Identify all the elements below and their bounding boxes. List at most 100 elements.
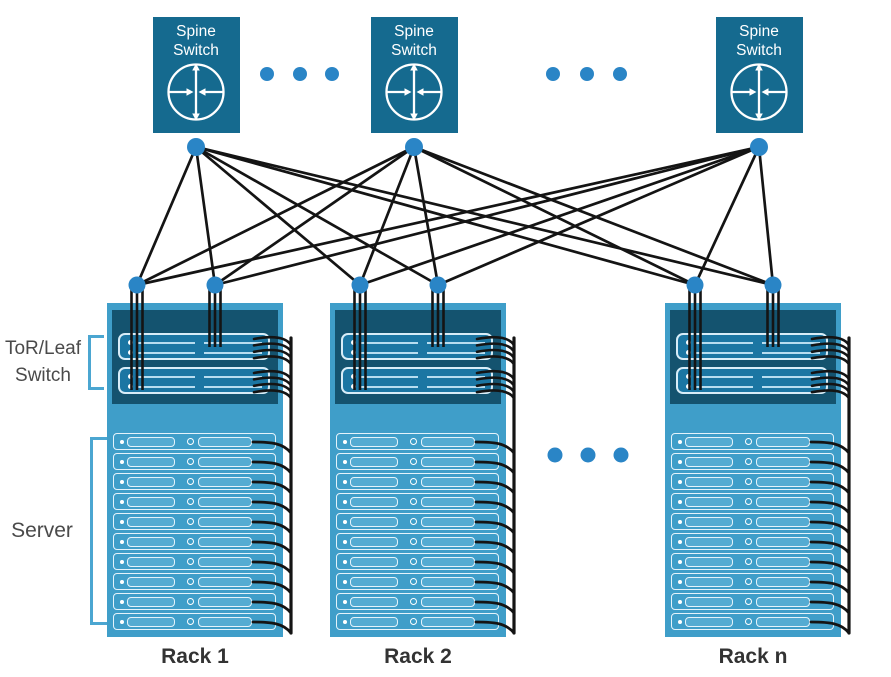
server-unit (113, 473, 276, 490)
server-port-icon (745, 438, 752, 445)
server-slot (198, 476, 252, 487)
port-line (762, 385, 820, 388)
server-unit (336, 513, 499, 530)
server-slot (127, 596, 175, 607)
port-line (137, 341, 195, 344)
server-led-icon (678, 459, 682, 464)
server-slot (198, 496, 252, 507)
spine-leaf-link (358, 145, 761, 287)
server-slot (350, 556, 398, 567)
server-unit (113, 513, 276, 530)
port-line (695, 375, 753, 378)
server-unit (113, 493, 276, 510)
spine-leaf-link (135, 145, 416, 287)
server-slot (421, 536, 475, 547)
server-led-icon (120, 459, 124, 464)
server-slot (198, 556, 252, 567)
server-unit (671, 553, 834, 570)
server-led-icon (343, 619, 347, 624)
port-led-icon (128, 374, 133, 379)
leaf-switch-unit (118, 333, 270, 360)
server-slot (685, 456, 733, 467)
server-slot (127, 456, 175, 467)
spine-leaf-link (194, 145, 697, 287)
port-line (695, 351, 753, 354)
crossed-arrows-router-icon (385, 63, 443, 121)
ellipsis-dot (580, 447, 596, 463)
tor-leaf-switch-bracket (88, 335, 104, 390)
server-slot (421, 556, 475, 567)
port-line (137, 385, 195, 388)
spine-leaf-link (412, 145, 697, 287)
ellipsis-dot (613, 447, 629, 463)
server-led-icon (120, 519, 124, 524)
server-unit (113, 433, 276, 450)
server-port-icon (187, 438, 194, 445)
server-port-icon (187, 518, 194, 525)
port-led-icon (351, 384, 356, 389)
rack-2 (330, 303, 506, 637)
server-led-icon (120, 439, 124, 444)
port-line (695, 385, 753, 388)
server-slot (756, 456, 810, 467)
server-port-icon (745, 478, 752, 485)
server-slot (685, 536, 733, 547)
ellipsis-dot (580, 67, 594, 81)
spine-leaf-link (412, 145, 775, 287)
port-led-icon (686, 374, 691, 379)
server-led-icon (343, 519, 347, 524)
port-led-icon (351, 350, 356, 355)
server-unit (336, 493, 499, 510)
server-led-icon (343, 599, 347, 604)
server-unit (671, 573, 834, 590)
server-led-icon (343, 479, 347, 484)
server-slot (127, 556, 175, 567)
port-led-icon (128, 340, 133, 345)
server-slot (198, 456, 252, 467)
server-slot (685, 616, 733, 627)
server-led-icon (120, 559, 124, 564)
server-slot (198, 436, 252, 447)
server-slot (350, 516, 398, 527)
port-line (204, 375, 262, 378)
server-slot (685, 556, 733, 567)
server-led-icon (678, 479, 682, 484)
server-slot (127, 536, 175, 547)
ellipsis-dot (547, 447, 563, 463)
server-unit (671, 453, 834, 470)
server-port-icon (410, 618, 417, 625)
server-unit (113, 593, 276, 610)
ellipsis-dot (613, 67, 627, 81)
server-slot (685, 436, 733, 447)
spine-leaf-link (135, 145, 761, 287)
port-line (204, 341, 262, 344)
server-unit (113, 533, 276, 550)
server-port-icon (745, 498, 752, 505)
server-port-icon (410, 498, 417, 505)
server-led-icon (120, 579, 124, 584)
server-slot (421, 456, 475, 467)
port-line (204, 351, 262, 354)
server-slot (756, 596, 810, 607)
spine-leaf-link (412, 145, 440, 287)
server-slot (350, 496, 398, 507)
port-led-icon (686, 350, 691, 355)
rack-1 (107, 303, 283, 637)
server-slot (685, 516, 733, 527)
spine-leaf-link (436, 145, 761, 287)
server-led-icon (343, 439, 347, 444)
server-unit (336, 433, 499, 450)
server-slot (350, 536, 398, 547)
port-led-icon (351, 340, 356, 345)
server-unit (113, 553, 276, 570)
port-led-icon (686, 384, 691, 389)
spine-leaf-link (358, 145, 416, 287)
server-unit (113, 613, 276, 630)
server-slot (421, 616, 475, 627)
server-port-icon (745, 518, 752, 525)
server-slot (198, 536, 252, 547)
server-bracket (90, 437, 107, 625)
server-led-icon (120, 499, 124, 504)
server-port-icon (410, 518, 417, 525)
